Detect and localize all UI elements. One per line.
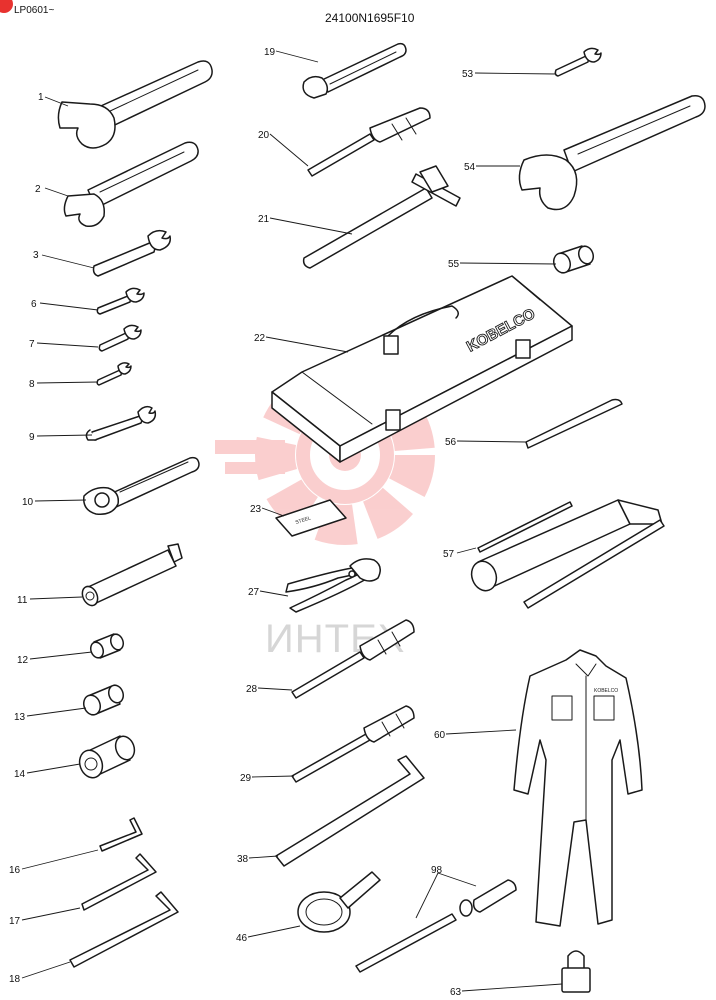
part-19-adjustable-wrench-icon [302, 42, 407, 99]
corner-code: LP0601~ [14, 5, 54, 16]
callout-14: 14 [14, 769, 26, 780]
part-20-socket-screwdriver-icon [307, 107, 431, 177]
part-53-small-wrench-icon [554, 47, 602, 77]
part-55-socket-icon [552, 245, 595, 274]
callout-2: 2 [35, 184, 41, 195]
callout-98: 98 [431, 865, 443, 876]
coverall-brand: KOBELCO [594, 688, 618, 694]
part-13-socket-icon [82, 684, 125, 716]
part-63-padlock-icon [561, 950, 591, 993]
callout-9: 9 [29, 432, 35, 443]
part-12-socket-icon [89, 633, 125, 659]
part-23-file-plate-icon: STEEL [275, 499, 347, 537]
callout-6: 6 [31, 299, 37, 310]
part-10-ratchet-handle-icon [83, 456, 200, 516]
callout-55: 55 [448, 259, 460, 270]
part-16-hex-key-icon [99, 817, 143, 852]
callout-29: 29 [240, 773, 252, 784]
corner-badge-icon [0, 0, 13, 13]
drawing-number: 24100N1695F10 [325, 11, 415, 25]
callout-23: 23 [250, 504, 262, 515]
callout-27: 27 [248, 587, 260, 598]
part-18-hex-key-icon [69, 891, 179, 968]
part-27-pliers-icon [285, 558, 381, 613]
callout-60: 60 [434, 730, 446, 741]
callout-56: 56 [445, 437, 457, 448]
part-7-small-wrench-icon [98, 324, 142, 352]
callout-1: 1 [38, 92, 44, 103]
part-3-open-end-wrench-icon [92, 229, 172, 277]
callout-38: 38 [237, 854, 249, 865]
part-2-open-end-wrench-icon [63, 141, 199, 228]
callout-16: 16 [9, 865, 21, 876]
callout-8: 8 [29, 379, 35, 390]
callout-12: 12 [17, 655, 29, 666]
part-54-large-open-end-wrench-icon [518, 94, 706, 211]
part-29-screwdriver-icon [291, 705, 415, 783]
part-9-open-end-wrench-icon [85, 405, 157, 441]
callout-3: 3 [33, 250, 39, 261]
part-6-small-wrench-icon [96, 287, 145, 315]
part-22-toolbox-icon: KOBELCO [271, 275, 573, 463]
part-1-large-open-end-wrench-icon [57, 60, 213, 149]
part-56-grease-nozzle-pipe-icon [525, 398, 623, 449]
callout-28: 28 [246, 684, 258, 695]
leader-lines [21, 50, 563, 992]
callout-63: 63 [450, 987, 462, 998]
callout-21: 21 [258, 214, 270, 225]
callout-7: 7 [29, 339, 35, 350]
part-14-large-socket-icon [78, 735, 136, 779]
file-plate-text: STEEL [295, 515, 312, 526]
callout-10: 10 [22, 497, 34, 508]
callout-13: 13 [14, 712, 26, 723]
part-98-screwdriver-set-icon [355, 879, 517, 973]
part-60-coverall-icon: KOBELCO [513, 649, 643, 927]
part-38-l-bar-icon [275, 755, 425, 867]
part-46-filter-wrench-icon [297, 871, 381, 933]
part-17-hex-key-icon [81, 853, 157, 911]
part-57-grease-gun-icon [470, 499, 665, 609]
callout-19: 19 [264, 47, 276, 58]
callout-54: 54 [464, 162, 476, 173]
part-8-small-wrench-icon [96, 362, 132, 386]
callout-57: 57 [443, 549, 455, 560]
part-21-t-handle-socket-wrench-icon [302, 165, 461, 269]
callout-18: 18 [9, 974, 21, 985]
callout-labels: 1 2 3 6 7 8 9 10 11 12 13 14 16 17 18 19… [9, 47, 476, 998]
part-28-screwdriver-icon [291, 619, 415, 699]
callout-11: 11 [17, 595, 28, 606]
callout-22: 22 [254, 333, 266, 344]
callout-46: 46 [236, 933, 248, 944]
part-11-extension-bar-icon [81, 543, 183, 607]
callout-53: 53 [462, 69, 474, 80]
callout-17: 17 [9, 916, 21, 927]
callout-20: 20 [258, 130, 270, 141]
